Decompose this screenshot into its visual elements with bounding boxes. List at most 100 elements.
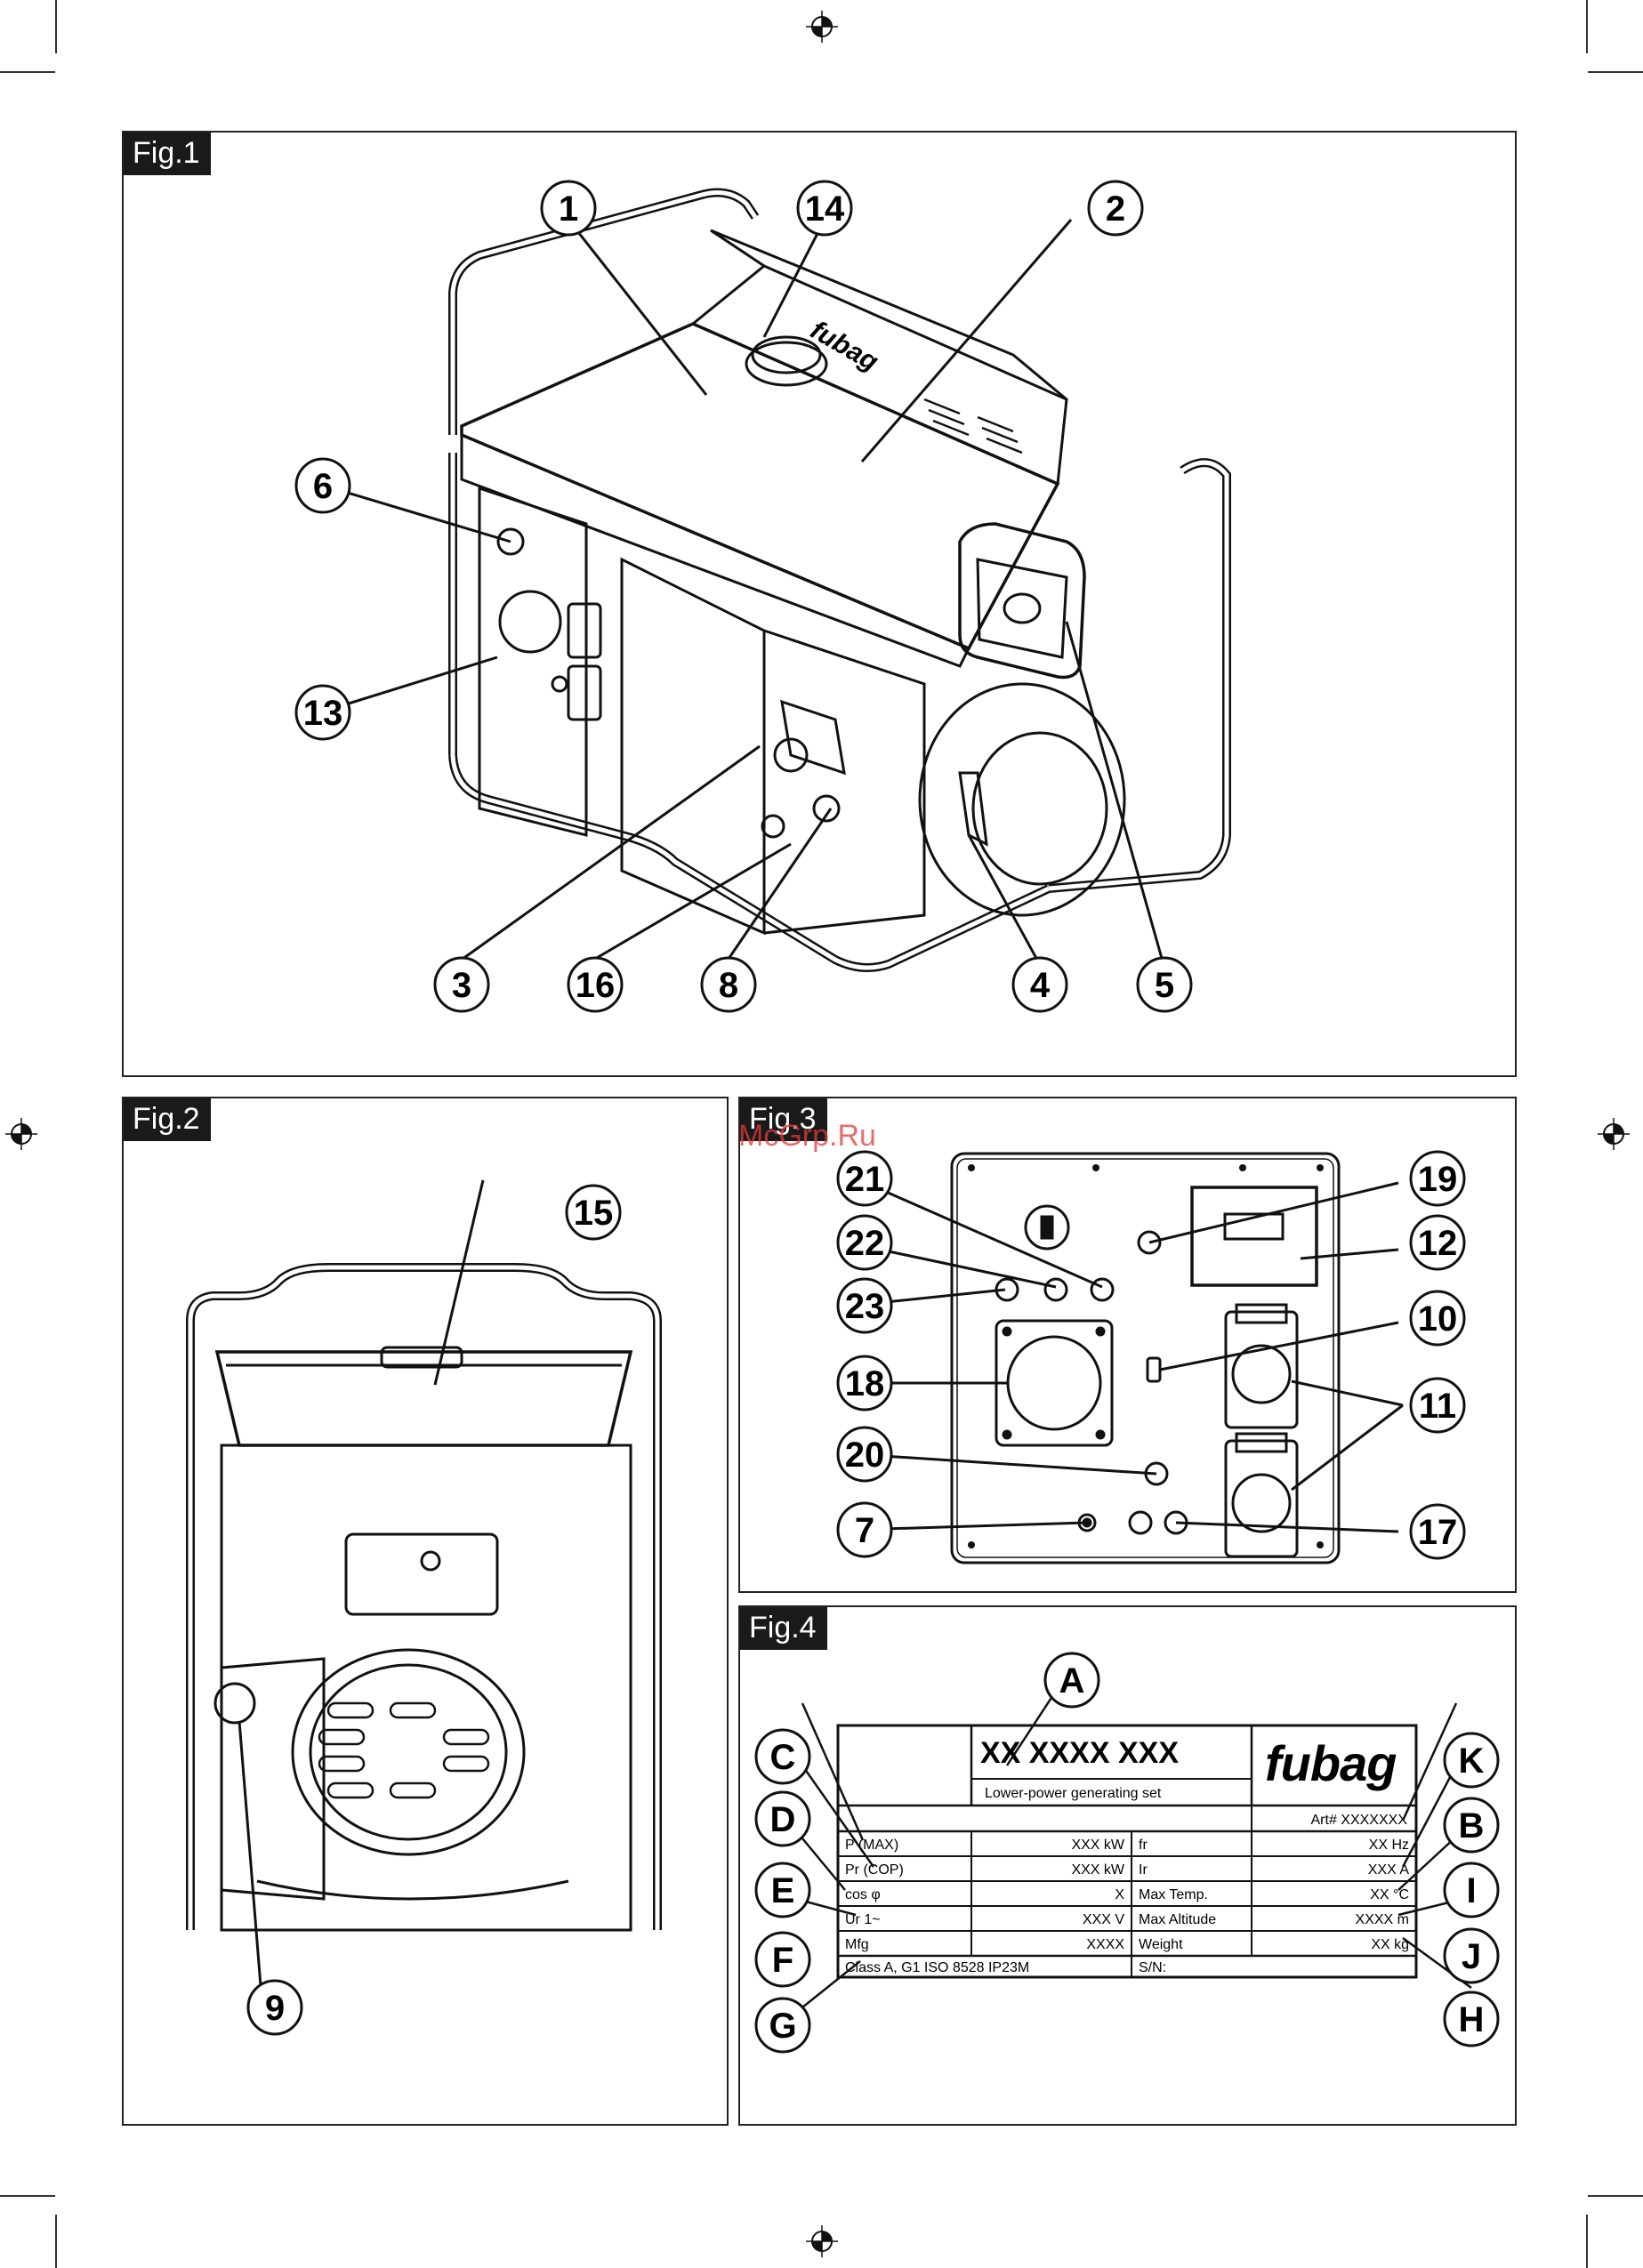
svg-text:2: 2 xyxy=(1106,189,1125,229)
svg-text:fr: fr xyxy=(1139,1838,1148,1853)
figure-3-label: Fig.3 xyxy=(740,1098,827,1141)
trim-mark xyxy=(1586,0,1588,53)
callout-21: 21 xyxy=(836,1150,893,1207)
svg-text:16: 16 xyxy=(576,966,616,1005)
nameplate-footer-left: Class A, G1 ISO 8528 IP23M xyxy=(845,1960,1029,1975)
svg-text:Ir: Ir xyxy=(1139,1862,1148,1878)
nameplate-footer-right: S/N: xyxy=(1139,1960,1166,1975)
callout-23: 23 xyxy=(836,1277,893,1334)
nameplate-drawing: XX XXXX XXX Lower-power generating set f… xyxy=(754,1652,1500,2054)
svg-text:C: C xyxy=(770,1738,796,1777)
svg-text:8: 8 xyxy=(719,966,738,1005)
svg-text:5: 5 xyxy=(1155,966,1174,1005)
fig1-callouts: 1 14 2 6 13 3 16 8 4 5 xyxy=(294,180,1193,1013)
fig3-callouts: 21 22 23 18 20 7 19 12 10 11 17 xyxy=(836,1150,1466,1560)
trim-mark xyxy=(0,71,55,73)
trim-mark xyxy=(1588,2195,1643,2197)
trim-mark xyxy=(1586,2215,1588,2268)
trim-mark xyxy=(55,0,57,53)
svg-text:4: 4 xyxy=(1030,966,1051,1005)
trim-mark xyxy=(1588,71,1643,73)
svg-text:17: 17 xyxy=(1418,1513,1458,1552)
nameplate-subtitle: Lower-power generating set xyxy=(985,1786,1162,1801)
nameplate-row: Ur 1~ XXX V Max Altitude XXXX m xyxy=(845,1912,1409,1927)
callout-F: F xyxy=(754,1931,811,1988)
callout-7: 7 xyxy=(836,1501,893,1558)
callout-6: 6 xyxy=(294,457,351,514)
brand-logo-on-tank: fubag xyxy=(806,315,883,376)
nameplate-brand-logo: fubag xyxy=(1265,1735,1397,1791)
callout-13: 13 xyxy=(294,684,351,741)
svg-text:15: 15 xyxy=(574,1194,614,1233)
svg-text:Max Temp.: Max Temp. xyxy=(1139,1887,1208,1902)
svg-text:XX kg: XX kg xyxy=(1371,1937,1409,1952)
callout-H: H xyxy=(1443,1991,1500,2047)
svg-text:A: A xyxy=(1059,1661,1085,1701)
callout-J: J xyxy=(1443,1927,1500,1984)
figure-2-panel: Fig.2 xyxy=(122,1097,729,2126)
svg-text:K: K xyxy=(1459,1741,1485,1781)
callout-I: I xyxy=(1443,1862,1500,1918)
svg-text:XXXX: XXXX xyxy=(1086,1937,1124,1952)
callout-17: 17 xyxy=(1409,1503,1466,1560)
callout-2: 2 xyxy=(1087,180,1144,237)
svg-text:18: 18 xyxy=(845,1364,885,1403)
callout-B: B xyxy=(1443,1797,1500,1854)
control-panel-drawing: 21 22 23 18 20 7 19 12 10 11 17 xyxy=(836,1150,1466,1564)
svg-text:XXX V: XXX V xyxy=(1083,1912,1124,1927)
svg-text:Max Altitude: Max Altitude xyxy=(1139,1912,1216,1927)
svg-text:P (MAX): P (MAX) xyxy=(845,1838,898,1853)
registration-mark-right xyxy=(1598,1118,1630,1150)
callout-5: 5 xyxy=(1136,956,1193,1013)
nameplate-row: Pr (COP) XXX kW Ir XXX A xyxy=(845,1862,1409,1878)
callout-12: 12 xyxy=(1409,1214,1466,1271)
callout-A: A xyxy=(1043,1652,1100,1709)
svg-text:XXX kW: XXX kW xyxy=(1071,1838,1124,1853)
svg-text:10: 10 xyxy=(1418,1299,1458,1339)
svg-text:cos φ: cos φ xyxy=(845,1887,881,1902)
svg-text:7: 7 xyxy=(855,1511,874,1550)
registration-mark-left xyxy=(5,1118,37,1150)
callout-10: 10 xyxy=(1409,1290,1466,1347)
svg-text:12: 12 xyxy=(1418,1224,1458,1263)
svg-text:6: 6 xyxy=(313,467,333,506)
svg-text:Mfg: Mfg xyxy=(845,1937,869,1952)
svg-text:22: 22 xyxy=(845,1224,885,1263)
trim-mark xyxy=(0,2195,55,2197)
svg-text:20: 20 xyxy=(845,1436,885,1475)
fig4-callouts: A C D E F G K B I J H xyxy=(754,1652,1500,2054)
svg-text:19: 19 xyxy=(1418,1160,1458,1199)
svg-text:11: 11 xyxy=(1419,1387,1456,1426)
nameplate-row: cos φ X Max Temp. XX °C xyxy=(845,1887,1409,1902)
nameplate-row: Mfg XXXX Weight XX kg xyxy=(845,1937,1409,1952)
callout-15: 15 xyxy=(565,1184,622,1241)
callout-D: D xyxy=(754,1790,811,1847)
generator-front-drawing: 15 9 xyxy=(186,1179,662,2036)
svg-text:B: B xyxy=(1459,1806,1485,1846)
callout-K: K xyxy=(1443,1732,1500,1789)
svg-text:E: E xyxy=(771,1871,795,1910)
svg-text:9: 9 xyxy=(265,1989,285,2028)
nameplate-row: P (MAX) XXX kW fr XX Hz xyxy=(845,1838,1409,1853)
svg-text:I: I xyxy=(1466,1871,1476,1910)
callout-19: 19 xyxy=(1409,1150,1466,1207)
trim-mark xyxy=(55,2215,57,2268)
svg-text:XXX A: XXX A xyxy=(1368,1862,1410,1878)
figure-4-label: Fig.4 xyxy=(740,1607,827,1650)
figure-1-panel: Fig.1 xyxy=(122,131,1517,1077)
svg-text:H: H xyxy=(1459,2000,1485,2039)
callout-3: 3 xyxy=(433,956,490,1013)
svg-text:3: 3 xyxy=(452,966,471,1005)
callout-1: 1 xyxy=(540,180,597,237)
callout-G: G xyxy=(754,1997,811,2054)
svg-text:G: G xyxy=(769,2007,796,2046)
figure-4-panel: Fig.4 XX XXXX XXX Lower-power generating… xyxy=(738,1605,1517,2126)
figure-2-label: Fig.2 xyxy=(124,1098,211,1141)
registration-mark-bottom xyxy=(806,2225,838,2257)
watermark: McGrp.Ru xyxy=(738,1119,876,1153)
callout-C: C xyxy=(754,1728,811,1785)
nameplate-rows: P (MAX) XXX kW fr XX Hz Pr (COP) XXX kW … xyxy=(845,1838,1409,1952)
svg-text:XX Hz: XX Hz xyxy=(1369,1838,1409,1853)
generator-isometric-drawing: fubag 1 14 2 6 13 3 16 8 4 5 xyxy=(294,180,1231,1013)
callout-8: 8 xyxy=(700,956,757,1013)
